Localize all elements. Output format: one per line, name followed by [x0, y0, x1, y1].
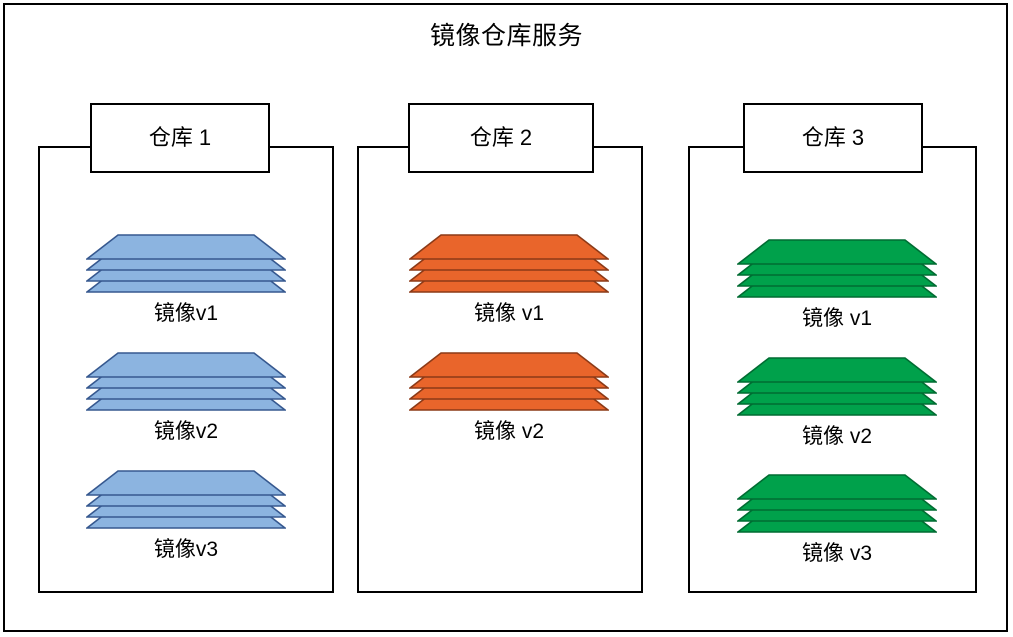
page-title: 镜像仓库服务: [429, 22, 583, 50]
image-layers-repo1-v2: [86, 352, 286, 411]
image-label-repo1-v1: 镜像v1: [153, 302, 219, 325]
image-layers-repo3-v3: [737, 474, 937, 533]
image-label-repo2-v2: 镜像 v2: [473, 420, 544, 443]
image-layers-repo2-v2: [409, 352, 609, 411]
image-layers-repo2-v1: [409, 234, 609, 293]
repository-header-1[interactable]: 仓库 1: [90, 103, 270, 173]
repository-header-label-1: 仓库 1: [148, 125, 212, 150]
image-label-repo3-v1: 镜像 v1: [801, 307, 872, 330]
image-layer: [737, 474, 937, 500]
image-layer: [737, 357, 937, 383]
image-layer: [409, 352, 609, 378]
image-stack-repo2-v1[interactable]: 镜像 v1: [409, 234, 609, 327]
image-label-repo3-v3: 镜像 v3: [801, 542, 872, 565]
image-layers-repo1-v3: [86, 470, 286, 529]
image-stack-repo1-v3[interactable]: 镜像v3: [86, 470, 286, 563]
repository-header-3[interactable]: 仓库 3: [743, 103, 923, 173]
image-layer: [409, 234, 609, 260]
image-layer: [737, 239, 937, 265]
image-stack-repo2-v2[interactable]: 镜像 v2: [409, 352, 609, 445]
image-label-repo2-v1: 镜像 v1: [473, 302, 544, 325]
image-layer: [86, 352, 286, 378]
image-stack-repo1-v1[interactable]: 镜像v1: [86, 234, 286, 327]
repository-header-label-2: 仓库 2: [469, 125, 533, 150]
image-label-repo1-v3: 镜像v3: [153, 538, 219, 561]
repository-header-label-3: 仓库 3: [801, 125, 865, 150]
repository-header-2[interactable]: 仓库 2: [408, 103, 594, 173]
image-layers-repo1-v1: [86, 234, 286, 293]
image-stack-repo1-v2[interactable]: 镜像v2: [86, 352, 286, 445]
image-stack-repo3-v2[interactable]: 镜像 v2: [737, 357, 937, 450]
image-label-repo3-v2: 镜像 v2: [801, 425, 872, 448]
image-stack-repo3-v3[interactable]: 镜像 v3: [737, 474, 937, 567]
image-layers-repo3-v2: [737, 357, 937, 416]
image-label-repo1-v2: 镜像v2: [153, 420, 219, 443]
image-layer: [86, 234, 286, 260]
image-layers-repo3-v1: [737, 239, 937, 298]
image-stack-repo3-v1[interactable]: 镜像 v1: [737, 239, 937, 332]
image-layer: [86, 470, 286, 496]
